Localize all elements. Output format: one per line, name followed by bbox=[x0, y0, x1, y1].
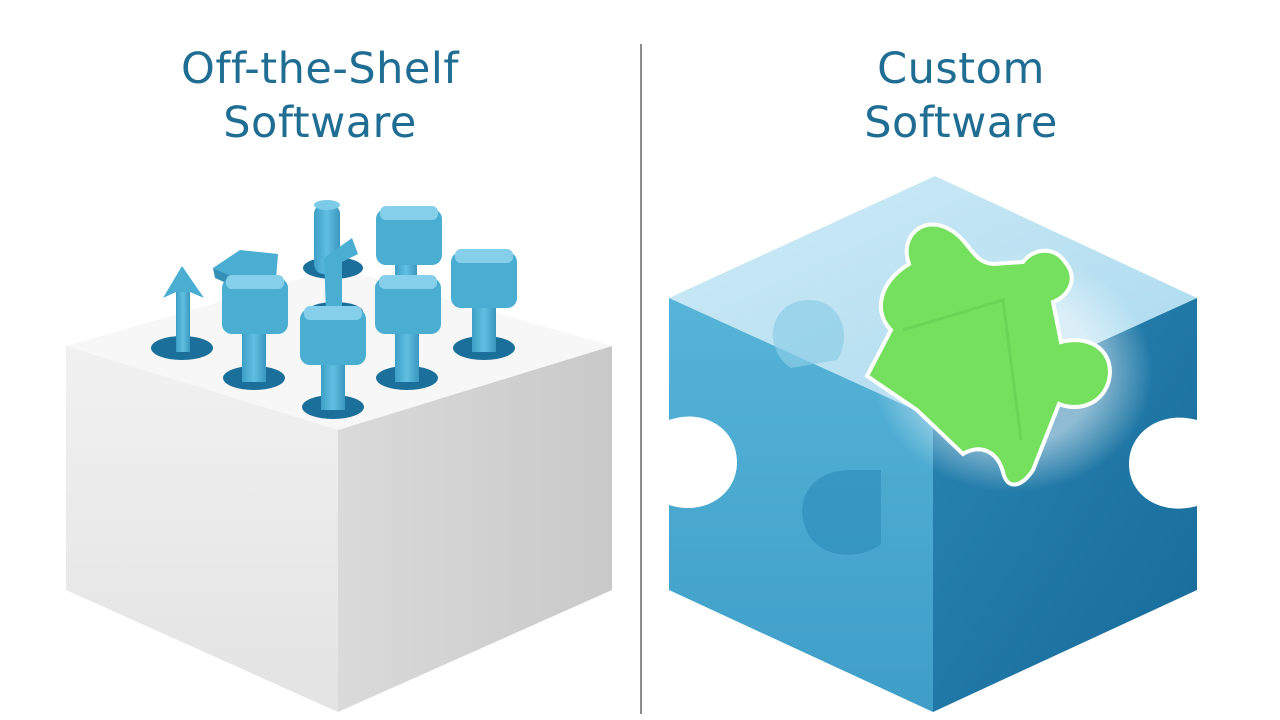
block-with-pegs-icon bbox=[66, 200, 612, 712]
custom-software-panel: Custom Software bbox=[641, 0, 1280, 720]
cube-peg-right bbox=[375, 275, 441, 382]
cube-left-face bbox=[669, 298, 933, 712]
off-the-shelf-title: Off-the-Shelf Software bbox=[0, 42, 640, 150]
angled-peg bbox=[324, 238, 358, 312]
cube-peg-far-right bbox=[451, 249, 517, 352]
cube-peg-front bbox=[300, 306, 366, 410]
custom-software-title: Custom Software bbox=[641, 42, 1280, 150]
custom-software-title-line2: Software bbox=[864, 98, 1058, 148]
cube-peg-left bbox=[222, 275, 288, 382]
puzzle-cube bbox=[669, 176, 1197, 712]
custom-software-title-line1: Custom bbox=[877, 44, 1045, 94]
green-puzzle-piece bbox=[864, 222, 1112, 487]
panel-divider bbox=[640, 44, 642, 714]
puzzle-cube-icon bbox=[669, 176, 1197, 712]
off-the-shelf-title-line1: Off-the-Shelf bbox=[181, 44, 459, 94]
pegs bbox=[163, 200, 517, 410]
triangle-peg bbox=[163, 266, 204, 352]
off-the-shelf-title-line2: Software bbox=[223, 98, 417, 148]
off-the-shelf-panel: Off-the-Shelf Software bbox=[0, 42, 640, 712]
